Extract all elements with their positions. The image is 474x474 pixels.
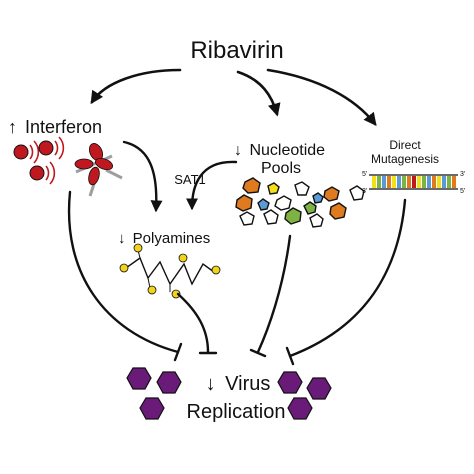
polyamines-text: Polyamines	[133, 230, 211, 247]
nucleotide-label: ↓ Nucleotide	[234, 142, 325, 159]
dna-base-pair	[427, 176, 431, 188]
mutagenesis-line2: Mutagenesis	[371, 152, 439, 166]
dna-base-pair	[387, 176, 391, 188]
arrow-to-mutagenesis	[266, 68, 377, 127]
polyamine-chain-icon	[119, 243, 221, 299]
virus-text: Virus	[225, 373, 270, 395]
dna-base-pair	[442, 176, 446, 188]
dna-base-pair	[447, 176, 451, 188]
dna-5prime-right: 5'	[460, 188, 465, 195]
inhibit-from-polyamines	[176, 292, 210, 354]
interferon-label: ↑ Interferon	[8, 117, 102, 137]
inhibit-from-mutagenesis	[288, 198, 407, 358]
virus-particles-icon	[126, 367, 332, 420]
ribavirin-arrows	[90, 68, 377, 127]
nucleotide-text: Nucleotide	[249, 142, 325, 159]
dna-base-pair	[377, 176, 381, 188]
arrow-interferon-to-polyamines	[122, 140, 163, 213]
arrow-to-interferon	[90, 68, 182, 105]
down-arrow-icon: ↓	[206, 373, 216, 395]
dna-base-pair	[452, 176, 456, 188]
dna-base-pair	[372, 176, 376, 188]
interferon-molecules-icon	[13, 136, 123, 197]
dna-base-pair	[417, 176, 421, 188]
interferon-receptor-icon	[74, 143, 123, 197]
up-arrow-icon: ↑	[8, 117, 17, 137]
replication-label: Replication	[187, 401, 286, 423]
dna-base-pair	[402, 176, 406, 188]
down-arrow-icon: ↓	[234, 142, 242, 159]
arrow-to-nucleotide	[236, 70, 281, 117]
dna-base-pair	[397, 176, 401, 188]
dna-3prime-left: 3'	[362, 188, 367, 195]
dna-strand-icon: 5' 3' 3' 5'	[362, 171, 465, 195]
nucleotide-pool-icon	[235, 177, 365, 228]
dna-base-pair	[422, 176, 426, 188]
down-arrow-icon: ↓	[118, 230, 126, 247]
dna-base-pair	[412, 176, 416, 188]
inhibit-from-interferon	[67, 190, 180, 354]
dna-base-pair	[407, 176, 411, 188]
inhibition-lines	[67, 190, 407, 366]
dna-5prime-left: 5'	[362, 171, 367, 178]
sat1-label: SAT1	[174, 172, 206, 187]
dna-bases	[372, 176, 456, 188]
polyamines-label: ↓ Polyamines	[118, 230, 210, 247]
virus-label: ↓ Virus	[206, 373, 271, 395]
mutagenesis-line1: Direct	[389, 138, 421, 152]
dna-base-pair	[437, 176, 441, 188]
drug-title: Ribavirin	[190, 37, 283, 64]
dna-base-pair	[432, 176, 436, 188]
interferon-text: Interferon	[25, 117, 102, 137]
arrow-nucleotide-to-polyamines	[186, 160, 238, 211]
dna-base-pair	[392, 176, 396, 188]
dna-base-pair	[382, 176, 386, 188]
dna-3prime-right: 3'	[460, 171, 465, 178]
inhibit-from-nucleotide	[256, 234, 292, 354]
pools-label: Pools	[261, 160, 301, 177]
